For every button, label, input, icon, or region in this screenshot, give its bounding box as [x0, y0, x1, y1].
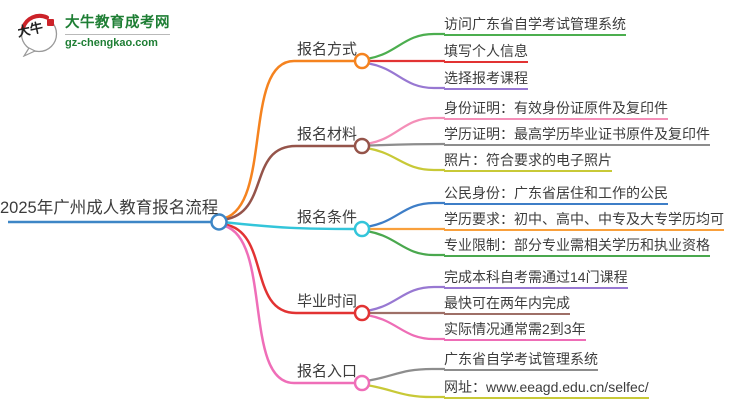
leaf-choose-courses: 选择报考课程	[444, 68, 528, 90]
wire-method-child-2	[368, 62, 445, 90]
leaf-id-proof: 身份证明：有效身份证原件及复印件	[444, 98, 668, 120]
branch-registration-entrance: 报名入口	[297, 363, 358, 380]
logo-icon-text: 大牛	[18, 20, 45, 41]
logo-text-block: 大牛教育成考网 gz-chengkao.com	[65, 13, 170, 50]
branch-registration-conditions: 报名条件	[297, 209, 358, 226]
site-logo: 大牛 大牛教育成考网 gz-chengkao.com	[16, 13, 170, 58]
branch-registration-method: 报名方式	[297, 41, 358, 58]
logo-domain: gz-chengkao.com	[65, 37, 158, 49]
wire-materials-child-0	[368, 116, 445, 145]
leaf-citizenship: 公民身份：广东省居住和工作的公民	[444, 183, 668, 205]
wire-conditions-child-0	[368, 201, 445, 228]
wire-materials-child-1	[368, 142, 446, 147]
trunk-registration-method	[224, 59, 355, 220]
node-circle-registration-entrance	[353, 374, 371, 392]
leaf-entrance-system: 广东省自学考试管理系统	[444, 349, 598, 371]
wire-entrance-child-1	[368, 384, 445, 399]
wire-entrance-child-0	[368, 367, 445, 382]
branch-graduation-time: 毕业时间	[297, 293, 358, 310]
trunk-registration-entrance	[224, 224, 355, 385]
wire-method-child-0	[368, 32, 445, 60]
leaf-education-req: 学历要求：初中、高中、中专及大专学历均可	[444, 209, 724, 231]
leaf-diploma-proof: 学历证明：最高学历毕业证书原件及复印件	[444, 124, 710, 146]
leaf-photo: 照片：符合要求的电子照片	[444, 150, 612, 172]
logo-divider	[65, 34, 170, 35]
wire-conditions-child-2	[368, 230, 445, 257]
leaf-fill-info: 填写个人信息	[444, 41, 528, 63]
central-node-circle	[210, 213, 228, 231]
leaf-14-courses: 完成本科自考需通过14门课程	[444, 267, 628, 289]
trunk-registration-materials	[224, 144, 355, 221]
central-topic: 2025年广州成人教育报名流程	[0, 199, 219, 217]
node-circle-registration-materials	[353, 137, 371, 155]
wire-graduation-child-0	[368, 285, 445, 312]
logo-bubble-graphic: 大牛	[16, 13, 58, 58]
node-circle-registration-conditions	[353, 220, 371, 238]
leaf-visit-system: 访问广东省自学考试管理系统	[444, 14, 626, 36]
leaf-two-years: 最快可在两年内完成	[444, 293, 570, 315]
node-circle-graduation-time	[353, 304, 371, 322]
leaf-major-limit: 专业限制：部分专业需相关学历和执业资格	[444, 235, 710, 257]
node-circle-registration-method	[353, 52, 371, 70]
logo-bubble-icon: 大牛	[16, 13, 60, 58]
branch-registration-materials: 报名材料	[297, 126, 358, 143]
leaf-entrance-url: 网址：www.eeagd.edu.cn/selfec/	[444, 377, 649, 399]
wire-materials-child-2	[368, 147, 445, 172]
logo-title: 大牛教育成考网	[65, 15, 170, 31]
trunk-graduation-time	[224, 223, 355, 315]
wire-graduation-child-2	[368, 314, 445, 341]
trunk-registration-conditions	[226, 221, 356, 231]
leaf-actual-duration: 实际情况通常需2到3年	[444, 319, 586, 341]
